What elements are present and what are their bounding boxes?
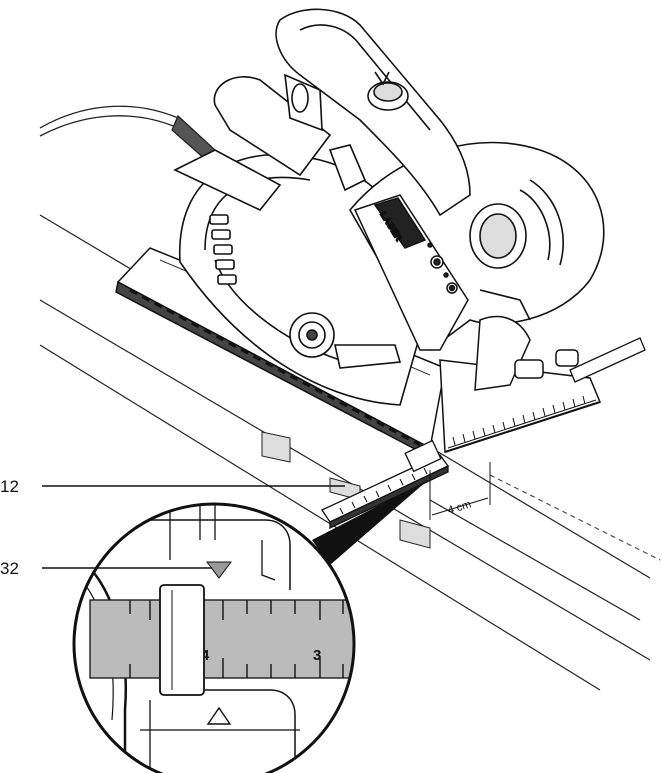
cut-line-dashed	[489, 474, 661, 561]
detail-magnifier: 4 3	[72, 502, 356, 773]
callout-label-32: 32	[0, 559, 19, 578]
power-cord	[39, 105, 216, 161]
triangle-marker-bottom-icon	[206, 706, 232, 725]
callout-12: 12	[0, 477, 345, 496]
ruler-number-4: 4	[201, 647, 210, 664]
magnifier-cone	[312, 480, 428, 565]
detail-ruler	[89, 599, 354, 679]
callout-32: 32	[0, 559, 212, 578]
ruler-number-3: 3	[313, 647, 321, 664]
callout-label-12: 12	[0, 477, 19, 496]
front-clamp	[474, 315, 579, 391]
laser-panel: LASER	[353, 194, 469, 351]
guide-pointer-block	[159, 584, 205, 696]
parallel-guide	[321, 337, 646, 530]
triangle-marker-icon	[206, 561, 232, 579]
guide-slot	[261, 431, 431, 549]
dimension-label: 4 cm	[446, 498, 472, 516]
baseplate-scale	[447, 395, 597, 449]
saw-handle	[173, 8, 471, 217]
